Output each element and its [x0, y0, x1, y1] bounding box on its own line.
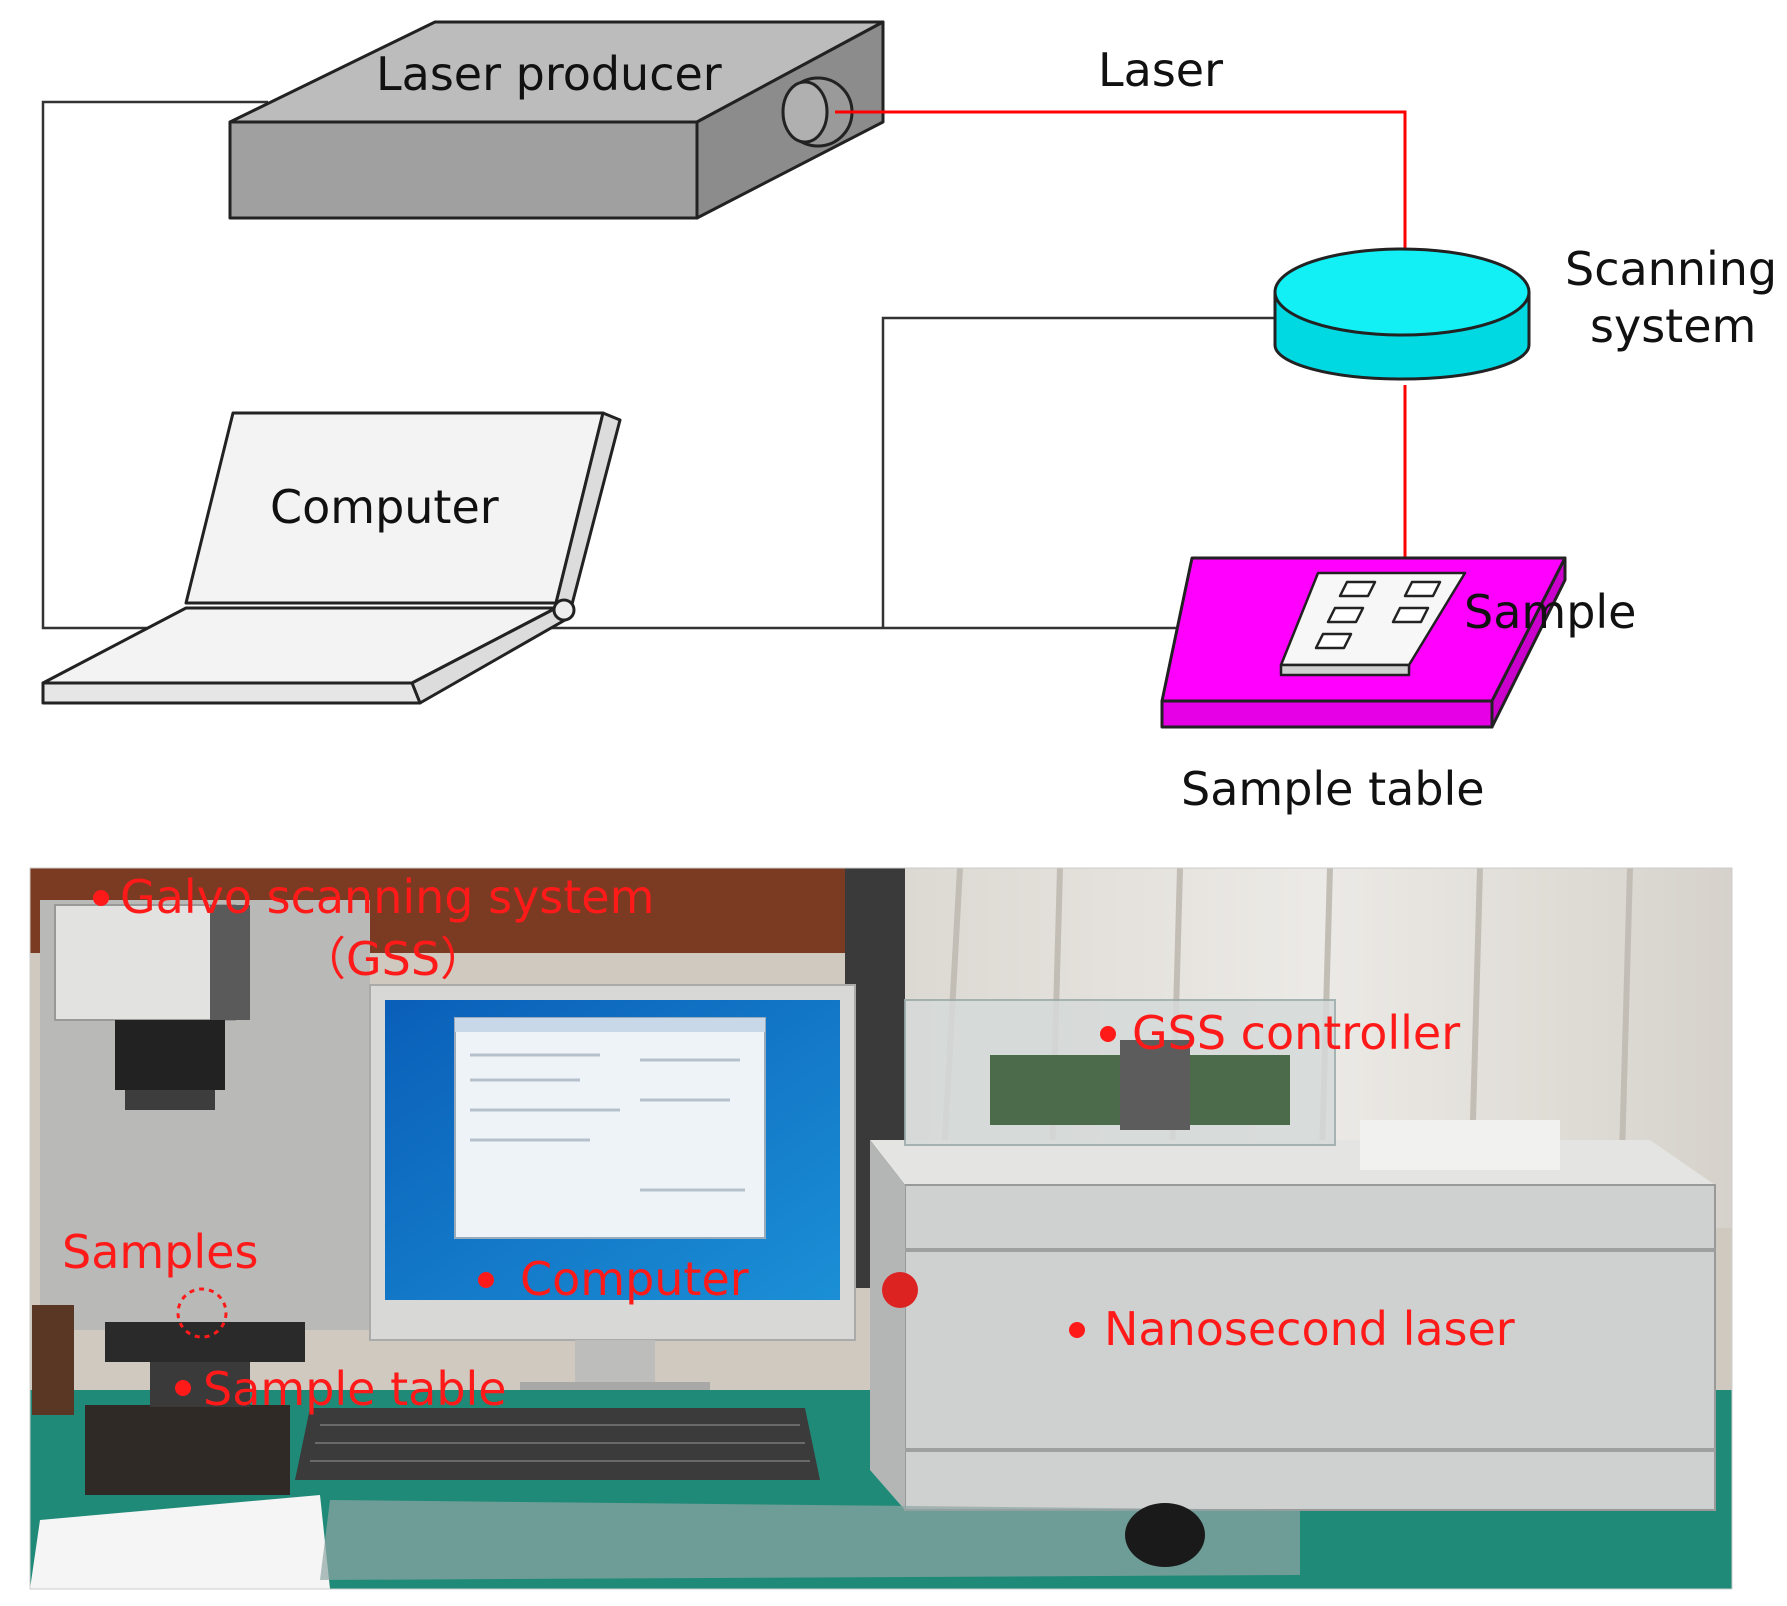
monitor-window-lines — [470, 1053, 745, 1192]
stage-base — [85, 1405, 290, 1495]
mouse — [1125, 1503, 1205, 1567]
monitor-window — [454, 1017, 766, 1239]
laptop-computer — [41, 411, 622, 705]
photo-sample-table-label: Sample table — [203, 1362, 507, 1416]
galvo-label-line2: （GSS） — [300, 932, 486, 986]
photo-frame — [29, 867, 1733, 1590]
monitor-stand — [575, 1340, 655, 1385]
sample-square — [1391, 606, 1430, 624]
galvo-head — [54, 904, 236, 1021]
paper-sheet — [30, 1495, 330, 1589]
brown-cylinder — [32, 1305, 74, 1415]
sample-table-label: Sample table — [1181, 762, 1485, 816]
sample-square — [1403, 580, 1442, 598]
galvo-lens-ring — [125, 1090, 215, 1110]
nanosecond-laser-label: Nanosecond laser — [1104, 1302, 1515, 1356]
laptop-keyboard-front — [41, 681, 422, 705]
laptop-keyboard-top — [41, 606, 558, 685]
galvo-label-line1: Galvo scanning system — [120, 870, 654, 924]
paper-stack — [1360, 1120, 1560, 1170]
galvo-head-side — [210, 905, 250, 1020]
scanner-top — [1273, 247, 1531, 337]
laser-beam-label: Laser — [1098, 43, 1223, 97]
sample-table-front — [1160, 699, 1494, 729]
monitor-window-header — [455, 1018, 765, 1032]
gss-controller-heatsink — [1120, 1040, 1190, 1130]
emergency-stop-button — [882, 1272, 918, 1308]
scanning-system-label-line1: Scanning — [1565, 242, 1777, 296]
laser-unit-top — [870, 1140, 1715, 1185]
laser-unit-front — [904, 1184, 1716, 1511]
sample-table-side — [1490, 556, 1567, 729]
computer-dot — [478, 1272, 494, 1288]
laser-aperture-inner — [781, 80, 829, 144]
gss-controller-dot — [1100, 1026, 1116, 1042]
metal-plate — [320, 1500, 1300, 1580]
schematic-diagram: Laser producer Laser Scanning system Com… — [41, 20, 1777, 816]
sample-plate — [1279, 571, 1467, 677]
sample-table-dot — [175, 1380, 191, 1396]
stage-lift — [150, 1362, 250, 1407]
gss-controller-label: GSS controller — [1132, 1006, 1460, 1060]
wire-scanner-to-bus — [881, 316, 1275, 628]
sample-square — [1314, 632, 1353, 650]
laser-beam-path — [835, 110, 1407, 285]
laptop-hinge — [552, 598, 576, 622]
computer-label: Computer — [270, 480, 499, 534]
sample-square — [1326, 606, 1365, 624]
sample-label: Sample — [1464, 585, 1636, 639]
scanning-system-label-line2: system — [1590, 299, 1756, 353]
photo-computer-label: Computer — [520, 1252, 749, 1306]
lab-setup-photo: Galvo scanning system （GSS） GSS controll… — [29, 867, 1733, 1590]
sample-square — [1338, 580, 1377, 598]
galvo-dot — [93, 890, 109, 906]
stage-platform — [105, 1322, 305, 1362]
scanning-system-cylinder — [1273, 247, 1531, 381]
keyboard-keys — [310, 1424, 810, 1462]
sample-plate-front — [1279, 663, 1411, 677]
laser-producer-label: Laser producer — [376, 47, 722, 101]
laser-unit-side — [870, 1140, 905, 1510]
samples-marker-circle — [176, 1287, 228, 1339]
galvo-lens — [115, 1020, 225, 1090]
laser-box-front — [228, 120, 699, 220]
samples-label: Samples — [62, 1225, 258, 1279]
nanosecond-laser-dot — [1069, 1322, 1085, 1338]
